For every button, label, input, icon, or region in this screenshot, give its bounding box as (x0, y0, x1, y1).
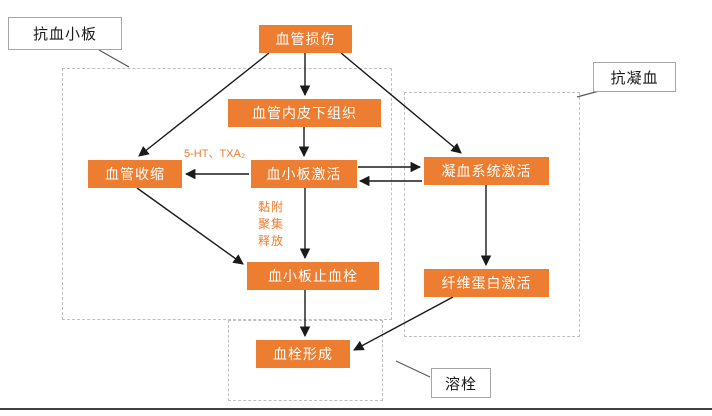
node-fibrin-activation: 纤维蛋白激活 (424, 269, 549, 297)
step-release-label: 释放 (258, 234, 285, 248)
arrow-injury-to-vasoconstriction (138, 52, 270, 157)
node-thrombus-formation: 血栓形成 (256, 340, 350, 368)
arrow-vasoconstriction-to-plug (136, 187, 244, 265)
step-adhesion-label: 黏附 (258, 200, 285, 214)
node-coagulation-activation: 凝血系统激活 (424, 157, 549, 185)
arrow-injury-to-coagulation (340, 52, 462, 154)
node-platelet-activation: 血小板激活 (251, 160, 357, 188)
antiplatelet-callout-tail (98, 49, 130, 68)
thrombolysis-callout-tail (395, 360, 431, 378)
node-platelet-plug: 血小板止血栓 (247, 262, 379, 290)
node-vasoconstriction: 血管收缩 (88, 160, 182, 188)
antiplatelet-region-outline (62, 68, 392, 320)
anticoagulation-callout-tail (576, 90, 600, 98)
node-vascular-injury: 血管损伤 (259, 25, 352, 53)
anticoagulation-region-outline (404, 92, 580, 337)
callout-anticoagulation: 抗凝血 (593, 62, 676, 92)
arrow-fibrin-to-thrombus (353, 296, 454, 351)
node-subendothelial-tissue: 血管内皮下组织 (228, 99, 381, 127)
slide-bottom-rule (0, 408, 712, 410)
mediators-label: 5-HT、TXA₂ (184, 148, 246, 160)
step-aggregation-label: 聚集 (258, 217, 285, 231)
platelet-steps-labels: 黏附 聚集 释放 (258, 199, 284, 250)
callout-thrombolysis: 溶栓 (431, 368, 491, 398)
callout-antiplatelet: 抗血小板 (8, 17, 122, 50)
